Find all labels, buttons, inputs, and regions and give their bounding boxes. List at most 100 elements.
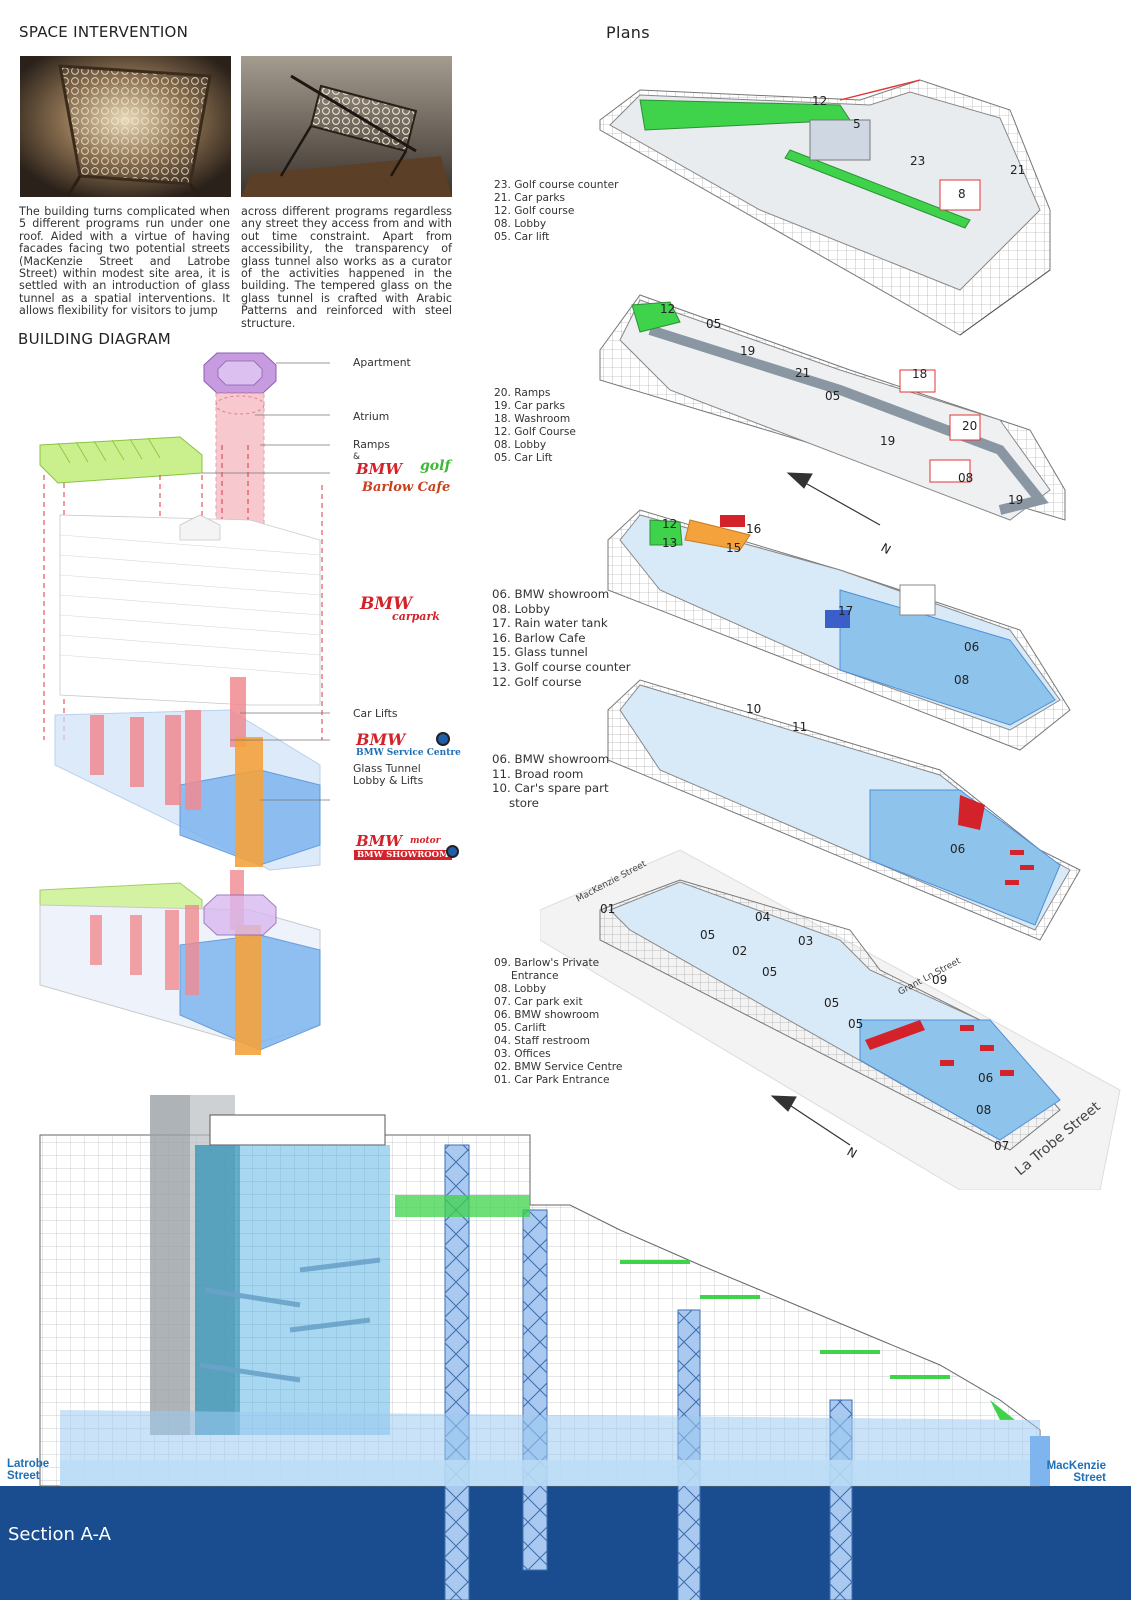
building-diagram-heading: BUILDING DIAGRAM <box>18 330 172 348</box>
legend-item: 12. Golf Course <box>494 426 576 438</box>
car-lifts-label: Car Lifts <box>353 707 398 720</box>
bmw-carpark-logo-text: carpark <box>392 610 440 623</box>
lobby-lifts-label: Lobby & Lifts <box>353 774 424 787</box>
plan-number: 11 <box>792 720 807 734</box>
legend-item: 15. Glass tunnel <box>492 645 588 660</box>
legend-item: 16. Barlow Cafe <box>492 630 586 645</box>
legend-item: 08. Lobby <box>494 439 547 451</box>
legend-item: 12. Golf course <box>492 674 582 689</box>
intro-text-column-2: across different programs regardless any… <box>241 205 452 330</box>
ampersand-label: & <box>353 452 361 462</box>
golf-ramp-block <box>39 436 203 484</box>
apartment-label: Apartment <box>353 356 411 369</box>
plan-number: 17 <box>838 604 853 618</box>
plan-number: 08 <box>958 471 973 485</box>
legend-item: 05. Car Lift <box>494 452 553 464</box>
legend-level-2: 06. BMW showroom 11. Broad room 10. Car'… <box>492 752 609 810</box>
glass-tunnel-model-photo-1 <box>20 56 231 197</box>
legend-item: 10. Car's spare part <box>492 781 609 796</box>
plans-heading: Plans <box>606 23 650 42</box>
legend-item: 07. Car park exit <box>494 996 583 1008</box>
plan-level-4 <box>599 294 1066 521</box>
space-intervention-heading: SPACE INTERVENTION <box>19 23 189 41</box>
plan-level-1 <box>540 849 1121 1190</box>
bmw-golf-logo-bmw: BMW <box>356 460 403 478</box>
legend-item: 20. Ramps <box>494 387 551 399</box>
apartment-block <box>203 352 277 394</box>
plan-number: 8 <box>958 187 966 201</box>
carpark-block <box>59 514 321 706</box>
plan-number: 21 <box>1010 163 1025 177</box>
latrobe-street-line-1: Latrobe <box>7 1458 50 1470</box>
legend-item: 17. Rain water tank <box>492 616 608 631</box>
bmw-golf-logo-golf: golf <box>420 458 451 474</box>
bmw-motor-logo-motor: motor <box>410 836 441 846</box>
section-title: Section A-A <box>8 1524 111 1545</box>
glass-tunnel-label: Glass Tunnel <box>353 762 421 775</box>
showroom-service-block <box>54 677 321 871</box>
plan-number: 19 <box>1008 493 1023 507</box>
section-a-a-graphic <box>0 1095 1131 1600</box>
plan-number: 05 <box>762 965 777 979</box>
plan-number: 23 <box>910 154 925 168</box>
legend-level-4: 20. Ramps 19. Car parks 18. Washroom 12.… <box>494 387 576 465</box>
legend-item: 09. Barlow's Private <box>494 957 600 969</box>
bmw-carpark-logo-bmw: BMW <box>360 594 413 614</box>
plan-number: 19 <box>740 344 755 358</box>
legend-level-1: 09. Barlow's Private Entrance 08. Lobby … <box>494 957 622 1087</box>
plan-number: 05 <box>848 1017 863 1031</box>
legend-item: 04. Staff restroom <box>494 1035 590 1047</box>
plan-number: 19 <box>880 434 895 448</box>
legend-item: 06. BMW showroom <box>492 752 610 766</box>
atrium-label: Atrium <box>353 410 390 423</box>
plan-number: 06 <box>950 842 965 856</box>
bmw-showroom-text: BMW SHOWROOM <box>354 850 452 860</box>
plan-number: 04 <box>755 910 770 924</box>
legend-item: 08. Lobby <box>492 601 551 616</box>
bmw-roundel-icon <box>436 732 450 746</box>
plan-number: 12 <box>660 302 675 316</box>
legend-item: 05. Car lift <box>494 231 550 243</box>
plan-number: 03 <box>798 934 813 948</box>
bmw-roundel-icon <box>446 845 459 858</box>
legend-item: 01. Car Park Entrance <box>494 1074 610 1086</box>
plan-number: 02 <box>732 944 747 958</box>
plan-number: 07 <box>994 1139 1009 1153</box>
plan-number: 08 <box>954 673 969 687</box>
bmw-service-logo-bmw: BMW <box>356 730 406 749</box>
legend-item: 08. Lobby <box>494 983 547 995</box>
plan-number: 08 <box>976 1103 991 1117</box>
plan-number: 06 <box>964 640 979 654</box>
ramps-label: Ramps <box>353 438 390 451</box>
plan-level-5 <box>599 79 1051 336</box>
legend-item: 06. BMW showroom <box>492 587 610 601</box>
glass-tunnel-model-photo-2 <box>241 56 452 197</box>
legend-level-5: 23. Golf course counter 21. Car parks 12… <box>494 179 619 244</box>
plan-number: 13 <box>662 536 677 550</box>
combined-diagram <box>39 870 321 1055</box>
mackenzie-street-section-label: MacKenzie Street <box>1040 1460 1106 1484</box>
plan-number: 21 <box>795 366 810 380</box>
plan-level-2 <box>607 679 1081 941</box>
plan-number: 16 <box>746 522 761 536</box>
bmw-motor-logo-bmw: BMW <box>356 832 403 850</box>
plan-number: 05 <box>825 389 840 403</box>
plan-number: 09 <box>932 973 947 987</box>
legend-item: 18. Washroom <box>494 413 571 425</box>
plan-number: 15 <box>726 541 741 555</box>
legend-item: 06. BMW showroom <box>494 1009 600 1021</box>
plan-number: 12 <box>662 517 677 531</box>
plan-number: 18 <box>912 367 927 381</box>
north-label: N <box>879 540 894 557</box>
north-arrow-icon <box>786 472 881 526</box>
plan-number: 05 <box>706 317 721 331</box>
legend-item: 19. Car parks <box>494 400 566 412</box>
plan-number: 05 <box>700 928 715 942</box>
legend-item: 05. Carlift <box>494 1022 547 1034</box>
latrobe-street-line-2: Street <box>7 1470 40 1482</box>
plan-number: 10 <box>746 702 761 716</box>
mackenzie-street-line-1: MacKenzie <box>1046 1460 1106 1472</box>
barlow-cafe-logo: Barlow Cafe <box>362 480 451 495</box>
section-ground <box>0 1486 1131 1600</box>
mackenzie-street-line-2: Street <box>1073 1472 1106 1484</box>
